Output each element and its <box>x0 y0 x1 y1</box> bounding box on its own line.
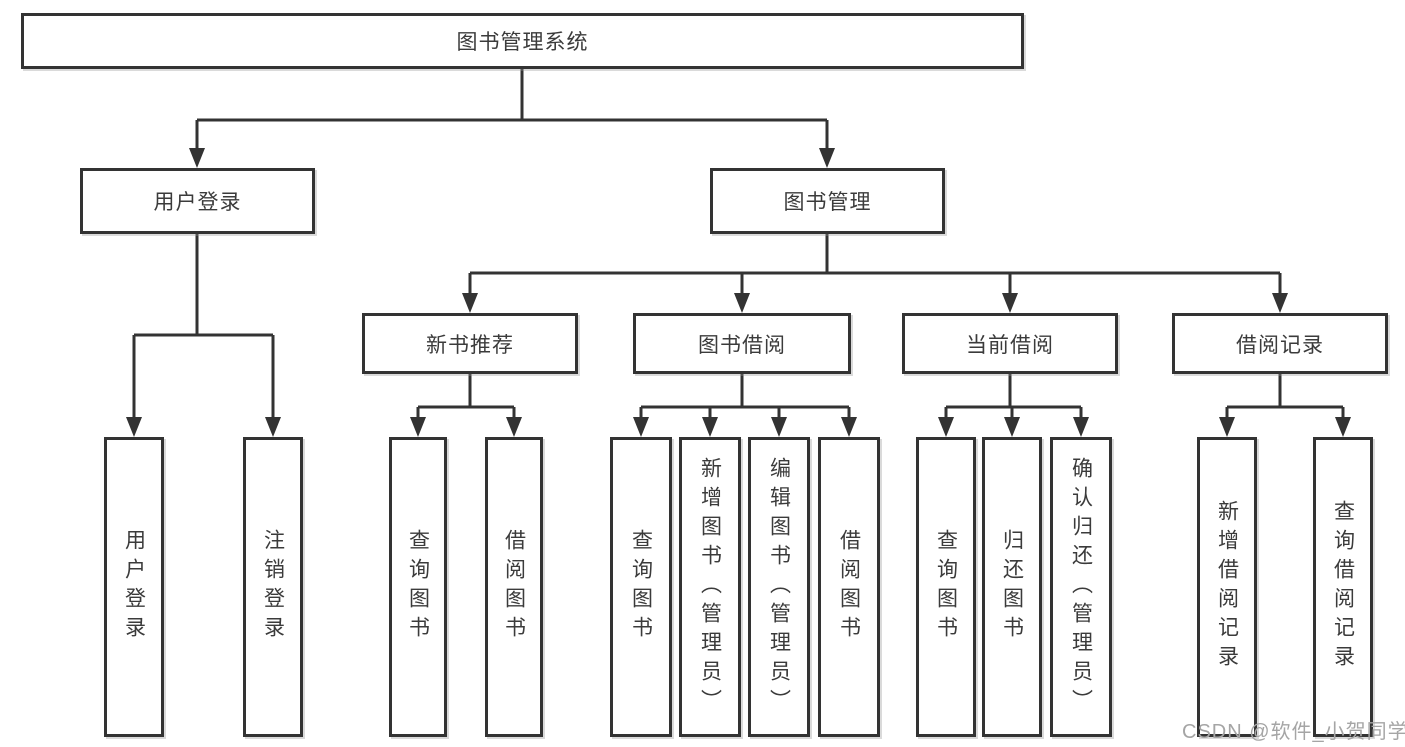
node-user-login: 用户登录 <box>80 168 315 234</box>
leaf-recommend-search-book: 查询图书 <box>389 437 447 737</box>
node-new-book-recommend-label: 新书推荐 <box>426 333 514 357</box>
leaf-user-login: 用户登录 <box>104 437 164 737</box>
leaf-add-borrow-record: 新增借阅记录 <box>1197 437 1257 737</box>
leaf-confirm-return-admin-label: 确认归还（管理员） <box>1069 456 1093 718</box>
leaf-borrow-search-book-label: 查询图书 <box>629 529 653 645</box>
leaf-current-search-book-label: 查询图书 <box>934 529 958 645</box>
leaf-logout-label: 注销登录 <box>261 529 285 645</box>
node-root: 图书管理系统 <box>21 13 1024 69</box>
node-current-borrow: 当前借阅 <box>902 313 1118 374</box>
leaf-add-book-admin: 新增图书（管理员） <box>679 437 741 737</box>
node-current-borrow-label: 当前借阅 <box>966 333 1054 357</box>
node-root-label: 图书管理系统 <box>456 31 589 54</box>
leaf-search-borrow-record: 查询借阅记录 <box>1313 437 1373 737</box>
leaf-return-book-label: 归还图书 <box>1000 529 1024 645</box>
leaf-borrow-book: 借阅图书 <box>818 437 880 737</box>
node-book-management: 图书管理 <box>710 168 945 234</box>
node-borrow-records-label: 借阅记录 <box>1236 333 1324 357</box>
leaf-user-login-label: 用户登录 <box>122 529 146 645</box>
leaf-current-search-book: 查询图书 <box>916 437 976 737</box>
node-book-borrow-label: 图书借阅 <box>698 333 786 357</box>
leaf-recommend-search-book-label: 查询图书 <box>406 529 430 645</box>
leaf-add-borrow-record-label: 新增借阅记录 <box>1215 500 1239 674</box>
leaf-add-book-admin-label: 新增图书（管理员） <box>698 456 722 718</box>
leaf-edit-book-admin: 编辑图书（管理员） <box>748 437 810 737</box>
csdn-watermark: CSDN @软件_小贺同学 <box>1182 721 1405 743</box>
leaf-recommend-borrow-book: 借阅图书 <box>485 437 543 737</box>
leaf-recommend-borrow-book-label: 借阅图书 <box>502 529 526 645</box>
node-user-login-label: 用户登录 <box>153 191 242 214</box>
node-book-borrow: 图书借阅 <box>633 313 851 374</box>
leaf-confirm-return-admin: 确认归还（管理员） <box>1050 437 1112 737</box>
leaf-borrow-book-label: 借阅图书 <box>837 529 861 645</box>
leaf-return-book: 归还图书 <box>982 437 1042 737</box>
leaf-logout: 注销登录 <box>243 437 303 737</box>
leaf-search-borrow-record-label: 查询借阅记录 <box>1331 500 1355 674</box>
leaf-borrow-search-book: 查询图书 <box>610 437 672 737</box>
leaf-edit-book-admin-label: 编辑图书（管理员） <box>767 456 791 718</box>
node-borrow-records: 借阅记录 <box>1172 313 1388 374</box>
node-book-management-label: 图书管理 <box>783 191 872 214</box>
node-new-book-recommend: 新书推荐 <box>362 313 578 374</box>
